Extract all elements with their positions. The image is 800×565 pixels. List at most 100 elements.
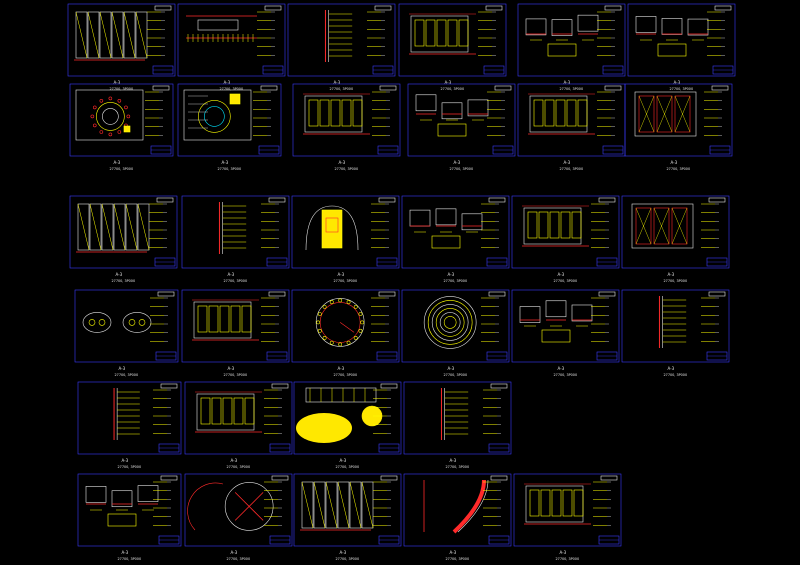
sheet-scale-label: 27700, 3P000 bbox=[227, 465, 251, 469]
sheet-scale-label: 27700, 3P000 bbox=[220, 87, 244, 91]
sheet-scale-label: 27700, 3P000 bbox=[556, 557, 580, 561]
drawing-sheet: A-3 27700, 3P000 bbox=[77, 381, 182, 469]
drawing-sheet: A-3 27700, 3P000 bbox=[621, 195, 730, 283]
sheet-label: A-3 bbox=[114, 160, 121, 165]
drawing-sheet: A-3 27700, 3P000 bbox=[403, 381, 512, 469]
sheet-scale-label: 27700, 3P000 bbox=[554, 373, 578, 377]
sheet-label: A-3 bbox=[454, 160, 461, 165]
sheet-scale-label: 27700, 3P000 bbox=[336, 465, 360, 469]
drawing-sheet: A-3 27700, 3P000 bbox=[513, 473, 622, 561]
drawing-sheet: A-3 27700, 3P000 bbox=[184, 473, 293, 561]
sheet-scale-label: 27700, 3P000 bbox=[118, 465, 142, 469]
sheet-scale-label: 27700, 3P000 bbox=[336, 557, 360, 561]
drawing-sheet: A-3 27700, 3P000 bbox=[77, 473, 182, 561]
sheet-label: A-3 bbox=[116, 272, 123, 277]
sheet-label: A-3 bbox=[338, 272, 345, 277]
sheet-label: A-3 bbox=[558, 366, 565, 371]
sheet-label: A-3 bbox=[224, 80, 231, 85]
sheet-scale-label: 27700, 3P000 bbox=[110, 87, 134, 91]
sheet-label: A-3 bbox=[228, 272, 235, 277]
sheet-scale-label: 27700, 3P000 bbox=[115, 373, 139, 377]
drawing-sheet: A-3 27700, 3P000 bbox=[517, 83, 626, 171]
drawing-sheet: A-3 27700, 3P000 bbox=[292, 83, 401, 171]
sheet-label: A-3 bbox=[448, 366, 455, 371]
sheet-label: A-3 bbox=[339, 160, 346, 165]
sheet-label: A-3 bbox=[334, 80, 341, 85]
sheet-scale-label: 27700, 3P000 bbox=[441, 87, 465, 91]
sheet-scale-label: 27700, 3P000 bbox=[112, 279, 136, 283]
drawing-sheet: A-3 27700, 3P000 bbox=[517, 3, 626, 91]
sheet-label: A-3 bbox=[668, 272, 675, 277]
sheet-label: A-3 bbox=[122, 550, 129, 555]
sheet-scale-label: 27700, 3P000 bbox=[334, 373, 358, 377]
sheet-label: A-3 bbox=[450, 550, 457, 555]
sheet-scale-label: 27700, 3P000 bbox=[224, 373, 248, 377]
sheet-scale-label: 27700, 3P000 bbox=[330, 87, 354, 91]
drawing-sheet: A-3 27700, 3P000 bbox=[621, 289, 730, 377]
drawing-sheet: A-3 27700, 3P000 bbox=[181, 195, 290, 283]
drawing-sheet: A-3 27700, 3P000 bbox=[177, 83, 282, 171]
sheet-scale-label: 27700, 3P000 bbox=[218, 167, 242, 171]
sheet-label: A-3 bbox=[114, 80, 121, 85]
sheet-label: A-3 bbox=[445, 80, 452, 85]
drawing-sheet: A-3 27700, 3P000 bbox=[293, 473, 402, 561]
sheet-label: A-3 bbox=[558, 272, 565, 277]
sheet-scale-label: 27700, 3P000 bbox=[224, 279, 248, 283]
drawing-sheet: A-3 27700, 3P000 bbox=[398, 3, 507, 91]
drawing-sheet: A-3 27700, 3P000 bbox=[291, 289, 400, 377]
sheet-scale-label: 27700, 3P000 bbox=[446, 557, 470, 561]
sheet-scale-label: 27700, 3P000 bbox=[664, 279, 688, 283]
drawing-sheet: A-3 27700, 3P000 bbox=[511, 289, 620, 377]
sheet-scale-label: 27700, 3P000 bbox=[670, 87, 694, 91]
drawing-sheet: A-3 27700, 3P000 bbox=[74, 289, 179, 377]
drawing-sheet: A-3 27700, 3P000 bbox=[403, 473, 512, 561]
sheet-scale-label: 27700, 3P000 bbox=[560, 87, 584, 91]
sheet-label: A-3 bbox=[564, 160, 571, 165]
drawing-sheet: A-3 27700, 3P000 bbox=[69, 83, 174, 171]
sheet-label: A-3 bbox=[228, 366, 235, 371]
sheet-label: A-3 bbox=[122, 458, 129, 463]
sheet-scale-label: 27700, 3P000 bbox=[227, 557, 251, 561]
sheet-label: A-3 bbox=[340, 550, 347, 555]
sheet-scale-label: 27700, 3P000 bbox=[446, 465, 470, 469]
sheet-label: A-3 bbox=[119, 366, 126, 371]
sheet-scale-label: 27700, 3P000 bbox=[118, 557, 142, 561]
drawing-sheet: A-3 27700, 3P000 bbox=[184, 381, 293, 469]
sheet-scale-label: 27700, 3P000 bbox=[335, 167, 359, 171]
sheet-label: A-3 bbox=[448, 272, 455, 277]
drawing-sheet: A-3 27700, 3P000 bbox=[69, 195, 178, 283]
sheet-scale-label: 27700, 3P000 bbox=[450, 167, 474, 171]
sheet-scale-label: 27700, 3P000 bbox=[554, 279, 578, 283]
sheet-label: A-3 bbox=[564, 80, 571, 85]
drawing-sheet: A-3 27700, 3P000 bbox=[511, 195, 620, 283]
sheet-label: A-3 bbox=[231, 458, 238, 463]
sheet-label: A-3 bbox=[560, 550, 567, 555]
sheet-scale-label: 27700, 3P000 bbox=[444, 279, 468, 283]
sheet-scale-label: 27700, 3P000 bbox=[110, 167, 134, 171]
sheet-scale-label: 27700, 3P000 bbox=[334, 279, 358, 283]
sheet-label: A-3 bbox=[674, 80, 681, 85]
drawing-sheet: A-3 27700, 3P000 bbox=[181, 289, 290, 377]
sheet-label: A-3 bbox=[338, 366, 345, 371]
sheet-scale-label: 27700, 3P000 bbox=[667, 167, 691, 171]
drawing-sheet: A-3 27700, 3P000 bbox=[291, 195, 400, 283]
drawing-sheet: A-3 27700, 3P000 bbox=[287, 3, 396, 91]
sheet-label: A-3 bbox=[671, 160, 678, 165]
sheet-scale-label: 27700, 3P000 bbox=[664, 373, 688, 377]
drawing-sheet: A-3 27700, 3P000 bbox=[624, 83, 733, 171]
sheet-label: A-3 bbox=[450, 458, 457, 463]
sheet-label: A-3 bbox=[668, 366, 675, 371]
drawing-sheet: A-3 27700, 3P000 bbox=[67, 3, 176, 91]
drawing-sheet: A-3 27700, 3P000 bbox=[293, 381, 402, 469]
drawing-sheet: A-3 27700, 3P000 bbox=[177, 3, 286, 91]
sheet-label: A-3 bbox=[222, 160, 229, 165]
sheet-scale-label: 27700, 3P000 bbox=[560, 167, 584, 171]
drawing-sheet: A-3 27700, 3P000 bbox=[627, 3, 736, 91]
drawing-sheet: A-3 27700, 3P000 bbox=[401, 195, 510, 283]
drawing-sheet: A-3 27700, 3P000 bbox=[401, 289, 510, 377]
drawing-sheet: A-3 27700, 3P000 bbox=[407, 83, 516, 171]
sheet-label: A-3 bbox=[340, 458, 347, 463]
sheet-label: A-3 bbox=[231, 550, 238, 555]
sheet-scale-label: 27700, 3P000 bbox=[444, 373, 468, 377]
